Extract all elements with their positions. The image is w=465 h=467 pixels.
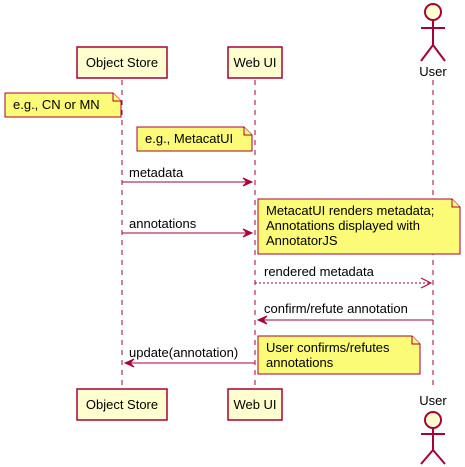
participant-object-store-label-top: Object Store — [86, 55, 158, 70]
actor-head-top — [424, 3, 442, 21]
message-update-annotation: update(annotation) — [123, 345, 255, 368]
participant-web-ui-label-bottom: Web UI — [233, 397, 276, 412]
message-annotations-label: annotations — [129, 216, 197, 231]
participant-object-store-bottom: Object Store — [76, 388, 168, 421]
message-update-annotation-label: update(annotation) — [129, 345, 238, 360]
message-metadata: metadata — [122, 165, 254, 187]
participant-web-ui-bottom: Web UI — [227, 388, 283, 421]
note-2: e.g., MetacatUI — [136, 126, 253, 152]
note-4-line-2: annotations — [266, 355, 334, 370]
note-4: User confirms/refutes annotations — [257, 335, 421, 375]
message-rendered-metadata: rendered metadata — [255, 264, 433, 289]
message-metadata-label: metadata — [129, 165, 184, 180]
participant-object-store-label-bottom: Object Store — [86, 397, 158, 412]
note-3-line-1: MetacatUI renders metadata; — [266, 203, 434, 218]
actor-user-label-top: User — [419, 64, 447, 79]
actor-user-label-bottom: User — [419, 393, 447, 408]
message-confirm-refute-annotation: confirm/refute annotation — [256, 301, 433, 325]
participant-object-store-top: Object Store — [76, 46, 168, 79]
actor-body-top — [420, 20, 446, 62]
message-rendered-metadata-label: rendered metadata — [264, 264, 375, 279]
note-3-line-3: AnnotatorJS — [266, 233, 338, 248]
note-1-text: e.g., CN or MN — [13, 97, 100, 112]
message-confirm-refute-annotation-label: confirm/refute annotation — [264, 301, 408, 316]
note-2-text: e.g., MetacatUI — [145, 131, 233, 146]
participant-web-ui-label-top: Web UI — [233, 55, 276, 70]
note-3: MetacatUI renders metadata; Annotations … — [257, 198, 461, 255]
participant-web-ui-top: Web UI — [227, 46, 283, 79]
note-4-line-1: User confirms/refutes — [266, 340, 390, 355]
actor-head-bottom — [424, 411, 442, 429]
actor-user-bottom: User — [419, 393, 447, 465]
actor-body-bottom — [420, 428, 446, 465]
message-annotations: annotations — [122, 216, 254, 238]
note-3-line-2: Annotations displayed with — [266, 218, 420, 233]
actor-user-top: User — [419, 3, 447, 79]
note-1: e.g., CN or MN — [4, 92, 122, 118]
